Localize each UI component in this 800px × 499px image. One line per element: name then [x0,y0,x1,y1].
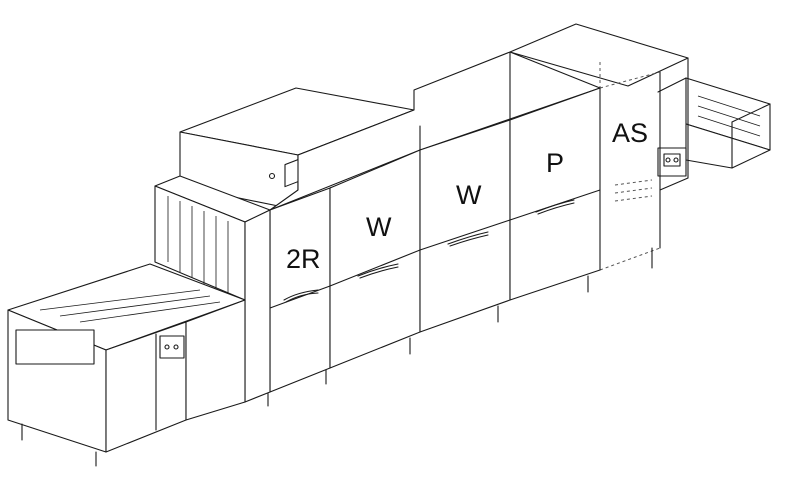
module-fronts [267,87,601,407]
module-label-2r: 2R [286,244,321,274]
module-w1 [329,149,421,369]
module-label-w2: W [456,180,482,210]
module-label-w1: W [366,212,392,242]
entrance-hood [154,175,271,403]
module-w2 [419,119,511,333]
load-conveyor [7,263,246,467]
exit-conveyor [657,77,771,177]
module-p [509,87,601,301]
module-2r [269,187,331,393]
module-label-as: AS [612,118,648,148]
module-label-p: P [546,148,564,178]
